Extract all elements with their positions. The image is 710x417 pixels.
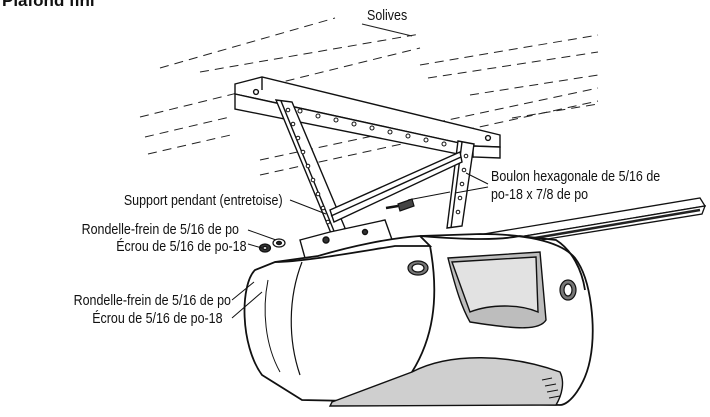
right-strap-holes [455, 153, 469, 215]
leader-joists [361, 23, 413, 37]
figure-title: Plafond fini [2, 0, 95, 10]
bottom-vent-slats [541, 377, 561, 399]
label-joists: Solives [367, 8, 408, 24]
side-vents [407, 260, 577, 301]
joist-lines [139, 17, 599, 176]
label-nut-bottom: Écrou de 5/16 de po-18 [92, 311, 223, 327]
left-strap-holes [285, 107, 331, 225]
label-bolt-line1: Boulon hexagonale de 5/16 de [491, 169, 661, 185]
hex-bolt [385, 191, 451, 212]
left-hanger-strap [274, 99, 346, 240]
diagonal-brace [329, 151, 463, 223]
nut-washer [258, 238, 286, 253]
leader-lines [231, 172, 489, 319]
label-lockwasher-bottom: Rondelle-frein de 5/16 de po [73, 293, 231, 309]
label-bolt-line2: po-18 x 7/8 de po [491, 187, 589, 203]
label-nut-top: Écrou de 5/16 de po-18 [116, 239, 247, 255]
light-cover [447, 251, 547, 329]
label-hanger: Support pendant (entretoise) [124, 193, 283, 209]
light-lens [328, 357, 564, 407]
bracket-holes [297, 108, 447, 147]
label-lockwasher-top: Rondelle-frein de 5/16 de po [81, 222, 239, 238]
